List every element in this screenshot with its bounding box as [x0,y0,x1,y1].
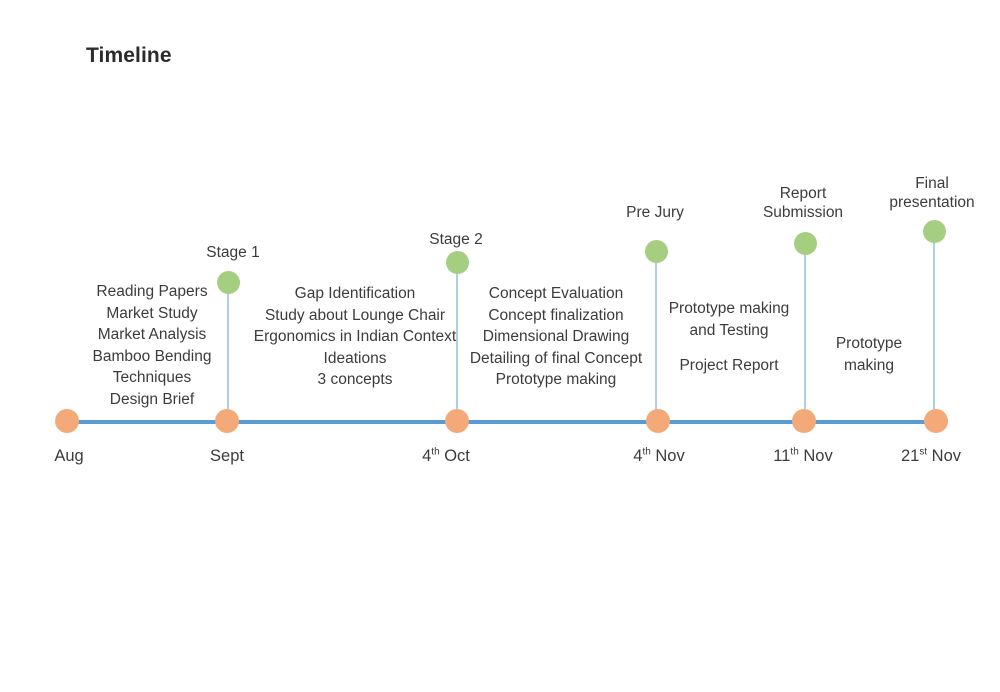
task-block-4th-nov: Prototype making and Testing Project Rep… [669,298,790,377]
axis-node-21st-nov[interactable] [924,409,948,433]
axis-label-4th-oct: 4th Oct [422,446,470,465]
milestone-node-stage-2[interactable] [445,250,469,274]
axis-node-4th-nov[interactable] [646,409,670,433]
task-block-11th-nov: Prototype making [836,333,902,376]
task-item: Dimensional Drawing [482,328,630,345]
task-block-sept: Gap Identification Study about Lounge Ch… [254,283,456,391]
task-item: Market Analysis [97,326,207,343]
axis-node-sept[interactable] [215,409,239,433]
task-item: Market Study [106,304,198,322]
axis-node-aug[interactable] [55,409,79,433]
milestone-node-pre-jury[interactable] [644,239,668,263]
task-block-4th-oct: Concept Evaluation Concept finalization … [470,283,642,391]
task-item: Concept Evaluation [488,285,624,302]
axis-label-21st-nov: 21st Nov [900,446,962,465]
milestone-node-report-submission[interactable] [793,231,817,255]
milestone-label-stage-1: Stage 1 [206,244,260,261]
task-block-aug: Reading Papers Market Study Market Analy… [93,281,212,410]
axis-label-4th-nov: 4th Nov [633,446,685,465]
task-item: Study about Lounge Chair [264,306,446,324]
task-item: Reading Papers [96,283,208,300]
task-item: Concept finalization [488,306,624,324]
milestone-node-final-presentation[interactable] [922,219,946,243]
timeline-axis-line [62,420,938,424]
axis-label-aug: Aug [54,447,84,465]
axis-node-4th-oct[interactable] [445,409,469,433]
task-item: Prototype making [495,371,617,388]
milestone-label-stage-2: Stage 2 [429,231,483,248]
page-title: Timeline [86,44,172,67]
milestone-label-report-submission: Report Submission [762,185,844,221]
task-item: Bamboo Bending Techniques [92,347,212,387]
axis-label-11th-nov: 11th Nov [773,446,833,465]
milestone-stem-report-submission [804,253,806,420]
task-item: Gap Identification [294,285,416,302]
task-item: Prototype making and Testing [668,300,790,339]
task-item: Ideations [323,349,387,367]
task-item: Prototype making [835,335,903,374]
axis-label-sept: Sept [210,447,244,465]
milestone-stem-stage-1 [227,272,229,420]
task-item: Ergonomics in Indian Context [253,328,457,345]
milestone-node-stage-1[interactable] [216,270,240,294]
milestone-stem-pre-jury [655,261,657,420]
task-item: Design Brief [109,390,195,408]
task-item: Detailing of final Concept [469,349,643,367]
milestone-stem-stage-2 [456,272,458,420]
task-item: Project Report [679,357,779,374]
milestone-label-pre-jury: Pre Jury [626,204,684,221]
milestone-stem-final-presentation [933,241,935,420]
axis-node-11th-nov[interactable] [792,409,816,433]
task-item: 3 concepts [317,371,393,388]
milestone-label-final-presentation: Final presentation [889,175,975,211]
